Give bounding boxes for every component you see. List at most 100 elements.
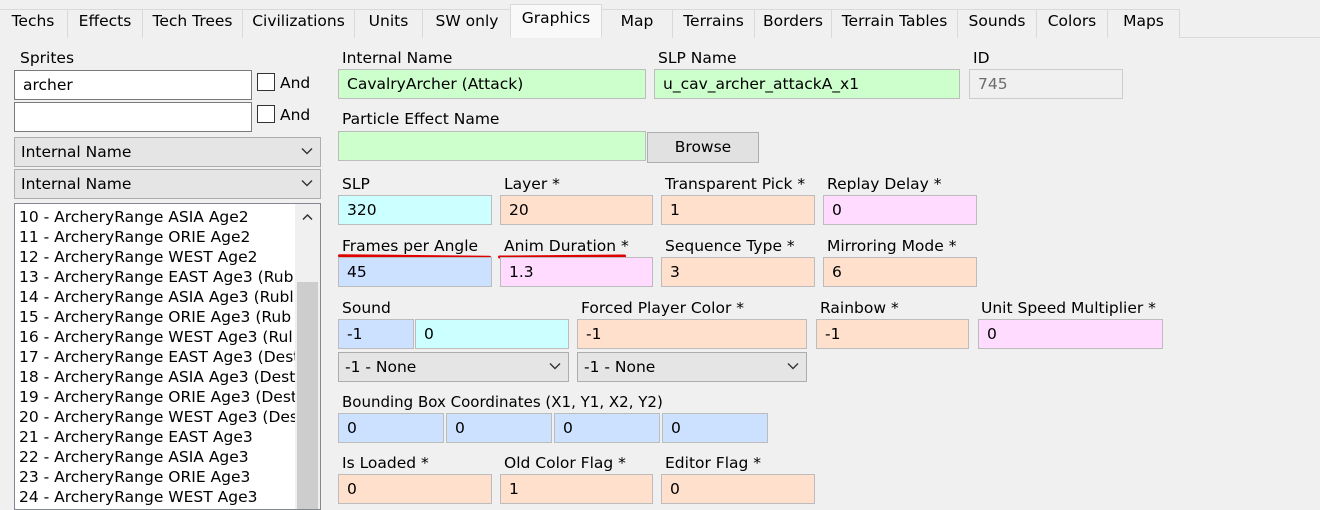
chevron-down-icon — [549, 363, 561, 370]
bounding-box-y2-field[interactable]: 0 — [662, 413, 768, 443]
list-item[interactable]: 21 - ArcheryRange EAST Age3 — [19, 428, 253, 446]
list-scrollbar[interactable] — [295, 204, 320, 509]
editor-flag-field[interactable]: 0 — [661, 474, 815, 504]
tab-map[interactable]: Map — [601, 9, 673, 38]
slp-field[interactable]: 320 — [338, 195, 492, 225]
id-label: ID — [973, 49, 990, 67]
transparent-pick-label: Transparent Pick * — [665, 175, 806, 193]
mirroring-mode-field[interactable]: 6 — [823, 257, 977, 287]
tab-label: Sounds — [968, 12, 1026, 30]
sprite-search-input-2[interactable] — [14, 102, 252, 132]
list-item[interactable]: 12 - ArcheryRange WEST Age2 — [19, 248, 258, 266]
transparent-pick-field[interactable]: 1 — [661, 195, 815, 225]
list-item[interactable]: 11 - ArcheryRange ORIE Age2 — [19, 228, 251, 246]
tab-effects[interactable]: Effects — [67, 9, 143, 38]
chevron-down-icon — [787, 363, 799, 370]
tab-label: Units — [368, 12, 409, 30]
list-item[interactable]: 16 - ArcheryRange WEST Age3 (Rul — [19, 328, 293, 346]
tab-units[interactable]: Units — [354, 9, 423, 38]
editor-flag-label: Editor Flag * — [665, 454, 762, 472]
is-loaded-field[interactable]: 0 — [338, 474, 492, 504]
list-item[interactable]: 17 - ArcheryRange EAST Age3 (Dest — [19, 348, 300, 366]
sort-by-select-2[interactable]: Internal Name — [14, 169, 321, 199]
list-item[interactable]: 18 - ArcheryRange ASIA Age3 (Dest — [19, 368, 296, 386]
chevron-up-icon[interactable] — [301, 212, 314, 222]
replay-delay-label: Replay Delay * — [827, 175, 942, 193]
mirroring-mode-label: Mirroring Mode * — [827, 237, 957, 255]
list-item[interactable]: 10 - ArcheryRange ASIA Age2 — [19, 208, 249, 226]
particle-effect-field[interactable] — [338, 131, 646, 161]
tab-maps[interactable]: Maps — [1107, 9, 1180, 38]
tab-civilizations[interactable]: Civilizations — [242, 9, 355, 38]
sound-secondary-field[interactable]: 0 — [415, 319, 569, 349]
anim-duration-field[interactable]: 1.3 — [500, 257, 653, 287]
frames-per-angle-label: Frames per Angle — [342, 237, 479, 255]
bounding-box-x1-field[interactable]: 0 — [338, 413, 444, 443]
and-checkbox-2[interactable] — [257, 105, 275, 123]
tab-label: Graphics — [521, 9, 591, 27]
internal-name-field[interactable]: CavalryArcher (Attack) — [338, 69, 646, 99]
sound-id-field[interactable]: -1 — [338, 319, 414, 349]
slp-name-field[interactable]: u_cav_archer_attackA_x1 — [654, 69, 960, 99]
sprite-search-input[interactable]: archer — [14, 70, 252, 100]
forced-player-color-field[interactable]: -1 — [577, 319, 807, 349]
select-value: Internal Name — [21, 175, 132, 193]
frames-per-angle-field[interactable]: 45 — [338, 257, 492, 287]
tab-label: Tech Trees — [152, 12, 233, 30]
chevron-down-icon — [301, 148, 313, 155]
old-color-flag-field[interactable]: 1 — [500, 474, 653, 504]
list-item[interactable]: 23 - ArcheryRange ORIE Age3 — [19, 468, 251, 486]
tab-label: Colors — [1047, 12, 1097, 30]
sequence-type-field[interactable]: 3 — [661, 257, 815, 287]
sound-select[interactable]: -1 - None — [338, 352, 569, 382]
old-color-flag-label: Old Color Flag * — [504, 454, 626, 472]
list-item[interactable]: 20 - ArcheryRange WEST Age3 (Des — [19, 408, 298, 426]
forced-player-color-select[interactable]: -1 - None — [577, 352, 807, 382]
tab-sounds[interactable]: Sounds — [957, 9, 1037, 38]
tab-label: SW only — [435, 12, 499, 30]
list-item[interactable]: 24 - ArcheryRange WEST Age3 — [19, 488, 258, 506]
tab-borders[interactable]: Borders — [754, 9, 832, 38]
select-value: Internal Name — [21, 143, 132, 161]
and-checkbox-1[interactable] — [257, 73, 275, 91]
list-item[interactable]: 22 - ArcheryRange ASIA Age3 — [19, 448, 249, 466]
tab-techs[interactable]: Techs — [0, 9, 68, 38]
chevron-down-icon — [301, 180, 313, 187]
layer-label: Layer * — [504, 175, 560, 193]
sequence-type-label: Sequence Type * — [665, 237, 795, 255]
slp-label: SLP — [342, 175, 370, 193]
is-loaded-label: Is Loaded * — [342, 454, 429, 472]
tab-label: Borders — [762, 12, 824, 30]
list-item[interactable]: 14 - ArcheryRange ASIA Age3 (Rubl — [19, 288, 294, 306]
tab-label: Techs — [11, 12, 55, 30]
bounding-box-label: Bounding Box Coordinates (X1, Y1, X2, Y2… — [342, 393, 663, 411]
list-item[interactable]: 19 - ArcheryRange ORIE Age3 (Dest — [19, 388, 297, 406]
browse-button[interactable]: Browse — [647, 132, 759, 163]
tab-graphics[interactable]: Graphics — [510, 4, 602, 38]
slp-name-label: SLP Name — [658, 49, 737, 67]
sprite-list[interactable]: 10 - ArcheryRange ASIA Age2 11 - Archery… — [14, 203, 321, 510]
unit-speed-multiplier-label: Unit Speed Multiplier * — [981, 299, 1156, 317]
unit-speed-multiplier-field[interactable]: 0 — [978, 319, 1163, 349]
tab-label: Maps — [1123, 12, 1164, 30]
tab-terrain-tables[interactable]: Terrain Tables — [831, 9, 958, 38]
forced-player-color-label: Forced Player Color * — [581, 299, 745, 317]
tab-sw-only[interactable]: SW only — [422, 9, 512, 38]
bounding-box-x2-field[interactable]: 0 — [554, 413, 660, 443]
list-item[interactable]: 15 - ArcheryRange ORIE Age3 (Rub — [19, 308, 292, 326]
tab-colors[interactable]: Colors — [1036, 9, 1108, 38]
sort-by-select-1[interactable]: Internal Name — [14, 137, 321, 167]
list-item[interactable]: 13 - ArcheryRange EAST Age3 (Rub — [19, 268, 294, 286]
sound-label: Sound — [342, 299, 391, 317]
rainbow-field[interactable]: -1 — [816, 319, 969, 349]
particle-effect-label: Particle Effect Name — [342, 110, 500, 128]
tab-label: Terrains — [683, 12, 744, 30]
tab-tech-trees[interactable]: Tech Trees — [142, 9, 243, 38]
internal-name-label: Internal Name — [342, 49, 453, 67]
select-value: -1 - None — [345, 358, 417, 376]
tab-terrains[interactable]: Terrains — [672, 9, 755, 38]
scrollbar-thumb[interactable] — [297, 282, 318, 509]
layer-field[interactable]: 20 — [500, 195, 653, 225]
bounding-box-y1-field[interactable]: 0 — [446, 413, 552, 443]
replay-delay-field[interactable]: 0 — [823, 195, 977, 225]
